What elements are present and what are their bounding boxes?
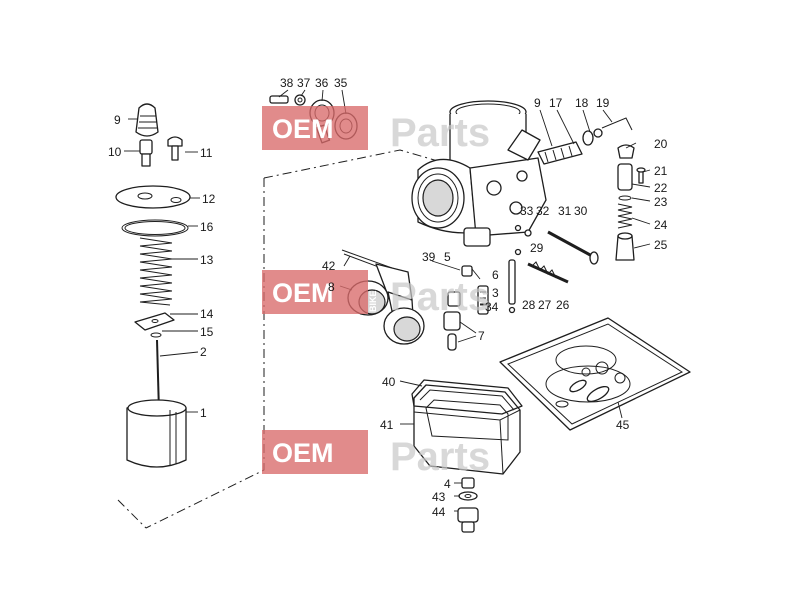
cable-adjuster (537, 117, 633, 165)
watermark-tag: BIKE (368, 290, 378, 312)
watermark-word: Parts (390, 275, 490, 319)
float-bowl (411, 379, 523, 475)
callout-16: 16 (200, 220, 214, 234)
callout-9b: 9 (534, 96, 541, 110)
callout-43: 43 (432, 490, 446, 504)
watermark-brand: OEM (272, 438, 334, 468)
callout-13: 13 (200, 253, 214, 267)
watermark-1: OEM BIKE Parts (262, 106, 490, 155)
carburetor-body (411, 100, 547, 247)
callout-labels: 9 10 11 12 16 13 14 15 2 1 38 37 36 35 9… (108, 76, 668, 519)
adjust-screws (514, 224, 599, 284)
callout-2: 2 (200, 345, 207, 359)
callout-34: 34 (485, 300, 499, 314)
callout-24: 24 (654, 218, 668, 232)
callout-22: 22 (654, 181, 668, 195)
slide-assembly (115, 103, 191, 468)
watermark-brand: OEM (272, 114, 334, 144)
callout-21: 21 (654, 164, 668, 178)
callout-31: 31 (558, 204, 572, 218)
callout-32: 32 (536, 204, 550, 218)
callout-12: 12 (202, 192, 216, 206)
callout-42: 42 (322, 259, 336, 273)
leader-lines (124, 89, 651, 512)
callout-38: 38 (280, 76, 294, 90)
callout-29: 29 (530, 241, 544, 255)
callout-26: 26 (556, 298, 570, 312)
watermark-tag: BIKE (368, 126, 378, 148)
callout-20: 20 (654, 137, 668, 151)
watermark-word: Parts (390, 111, 490, 155)
watermark-word: Parts (390, 435, 490, 479)
callout-11: 11 (200, 146, 213, 160)
callout-27: 27 (538, 298, 552, 312)
callout-7: 7 (478, 329, 485, 343)
callout-14: 14 (200, 307, 214, 321)
callout-17: 17 (549, 96, 563, 110)
callout-18: 18 (575, 96, 589, 110)
callout-5: 5 (444, 250, 451, 264)
watermark-2: OEM BIKE Parts (262, 270, 490, 319)
callout-4: 4 (444, 477, 451, 491)
callout-28: 28 (522, 298, 536, 312)
callout-41: 41 (380, 418, 394, 432)
watermark-brand: OEM (272, 278, 334, 308)
callout-35: 35 (334, 76, 348, 90)
callout-33: 33 (520, 204, 534, 218)
callout-10: 10 (108, 145, 122, 159)
enrichener-parts (615, 144, 646, 261)
callout-23: 23 (654, 195, 668, 209)
callout-40: 40 (382, 375, 396, 389)
callout-1: 1 (200, 406, 207, 420)
jet-parts (443, 259, 516, 351)
watermark-3: OEM BIKE Parts (262, 430, 490, 479)
callout-9a: 9 (114, 113, 121, 127)
callout-44: 44 (432, 505, 446, 519)
callout-37: 37 (297, 76, 311, 90)
callout-25: 25 (654, 238, 668, 252)
gasket-kit (499, 317, 691, 431)
drain-parts (457, 477, 479, 533)
callout-30: 30 (574, 204, 588, 218)
callout-45: 45 (616, 418, 630, 432)
callout-8: 8 (328, 280, 335, 294)
callout-15: 15 (200, 325, 214, 339)
callout-6: 6 (492, 268, 499, 282)
watermark-tag: BIKE (368, 450, 378, 472)
callout-19: 19 (596, 96, 610, 110)
float-assembly (341, 249, 425, 345)
callout-3: 3 (492, 286, 499, 300)
callout-36: 36 (315, 76, 329, 90)
callout-39: 39 (422, 250, 436, 264)
